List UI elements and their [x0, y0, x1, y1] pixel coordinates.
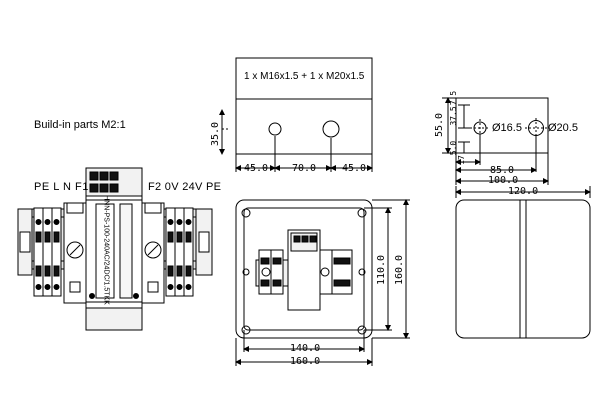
side-view — [219, 57, 373, 172]
dim-right-85: 85.0 — [490, 165, 515, 176]
dim-right-55: 55.0 — [434, 112, 445, 138]
right-terminals — [165, 207, 194, 297]
dim-side-mid: 70.0 — [292, 163, 317, 174]
dim-front-inner-height: 110.0 — [376, 254, 387, 286]
din-assembly — [17, 167, 213, 331]
build-in-parts-label: Build-in parts M2:1 — [34, 119, 126, 131]
dim-right-17: 17 — [457, 155, 466, 165]
dim-side-left: 45.0 — [244, 163, 269, 174]
right-terminal-labels: F2 0V 24V PE — [148, 181, 222, 193]
dim-right-5: 5.0 — [449, 140, 458, 156]
dim-front-outer-width: 160.0 — [290, 356, 321, 367]
gland-label: 1 x M16x1.5 + 1 x M20x1.5 — [244, 71, 365, 82]
psu-model-label: HNN-PS-100-240AC/24DC/1.5TKK — [102, 195, 110, 305]
dim-front-outer-height: 160.0 — [394, 254, 405, 286]
dim-right-37: 37.5 — [449, 106, 458, 126]
dim-right-7: 7.5 — [449, 90, 458, 106]
dim-right-100: 100.0 — [488, 175, 519, 186]
dim-side-height: 35.0 — [210, 121, 221, 147]
left-terminal-labels: PE L N F1 — [34, 181, 89, 193]
left-terminals — [33, 207, 62, 297]
gland-view — [442, 97, 549, 185]
hole-large-label: Ø20.5 — [548, 122, 578, 134]
lid-view — [455, 186, 591, 339]
fuse-f2 — [141, 202, 165, 304]
dim-side-right: 45.0 — [342, 163, 367, 174]
fuse-f1 — [63, 202, 87, 304]
power-supply — [85, 167, 143, 331]
front-view — [235, 199, 410, 366]
hole-small-label: Ø16.5 — [492, 122, 522, 134]
dim-front-inner-width: 140.0 — [290, 343, 321, 354]
dim-right-120: 120.0 — [508, 186, 539, 197]
